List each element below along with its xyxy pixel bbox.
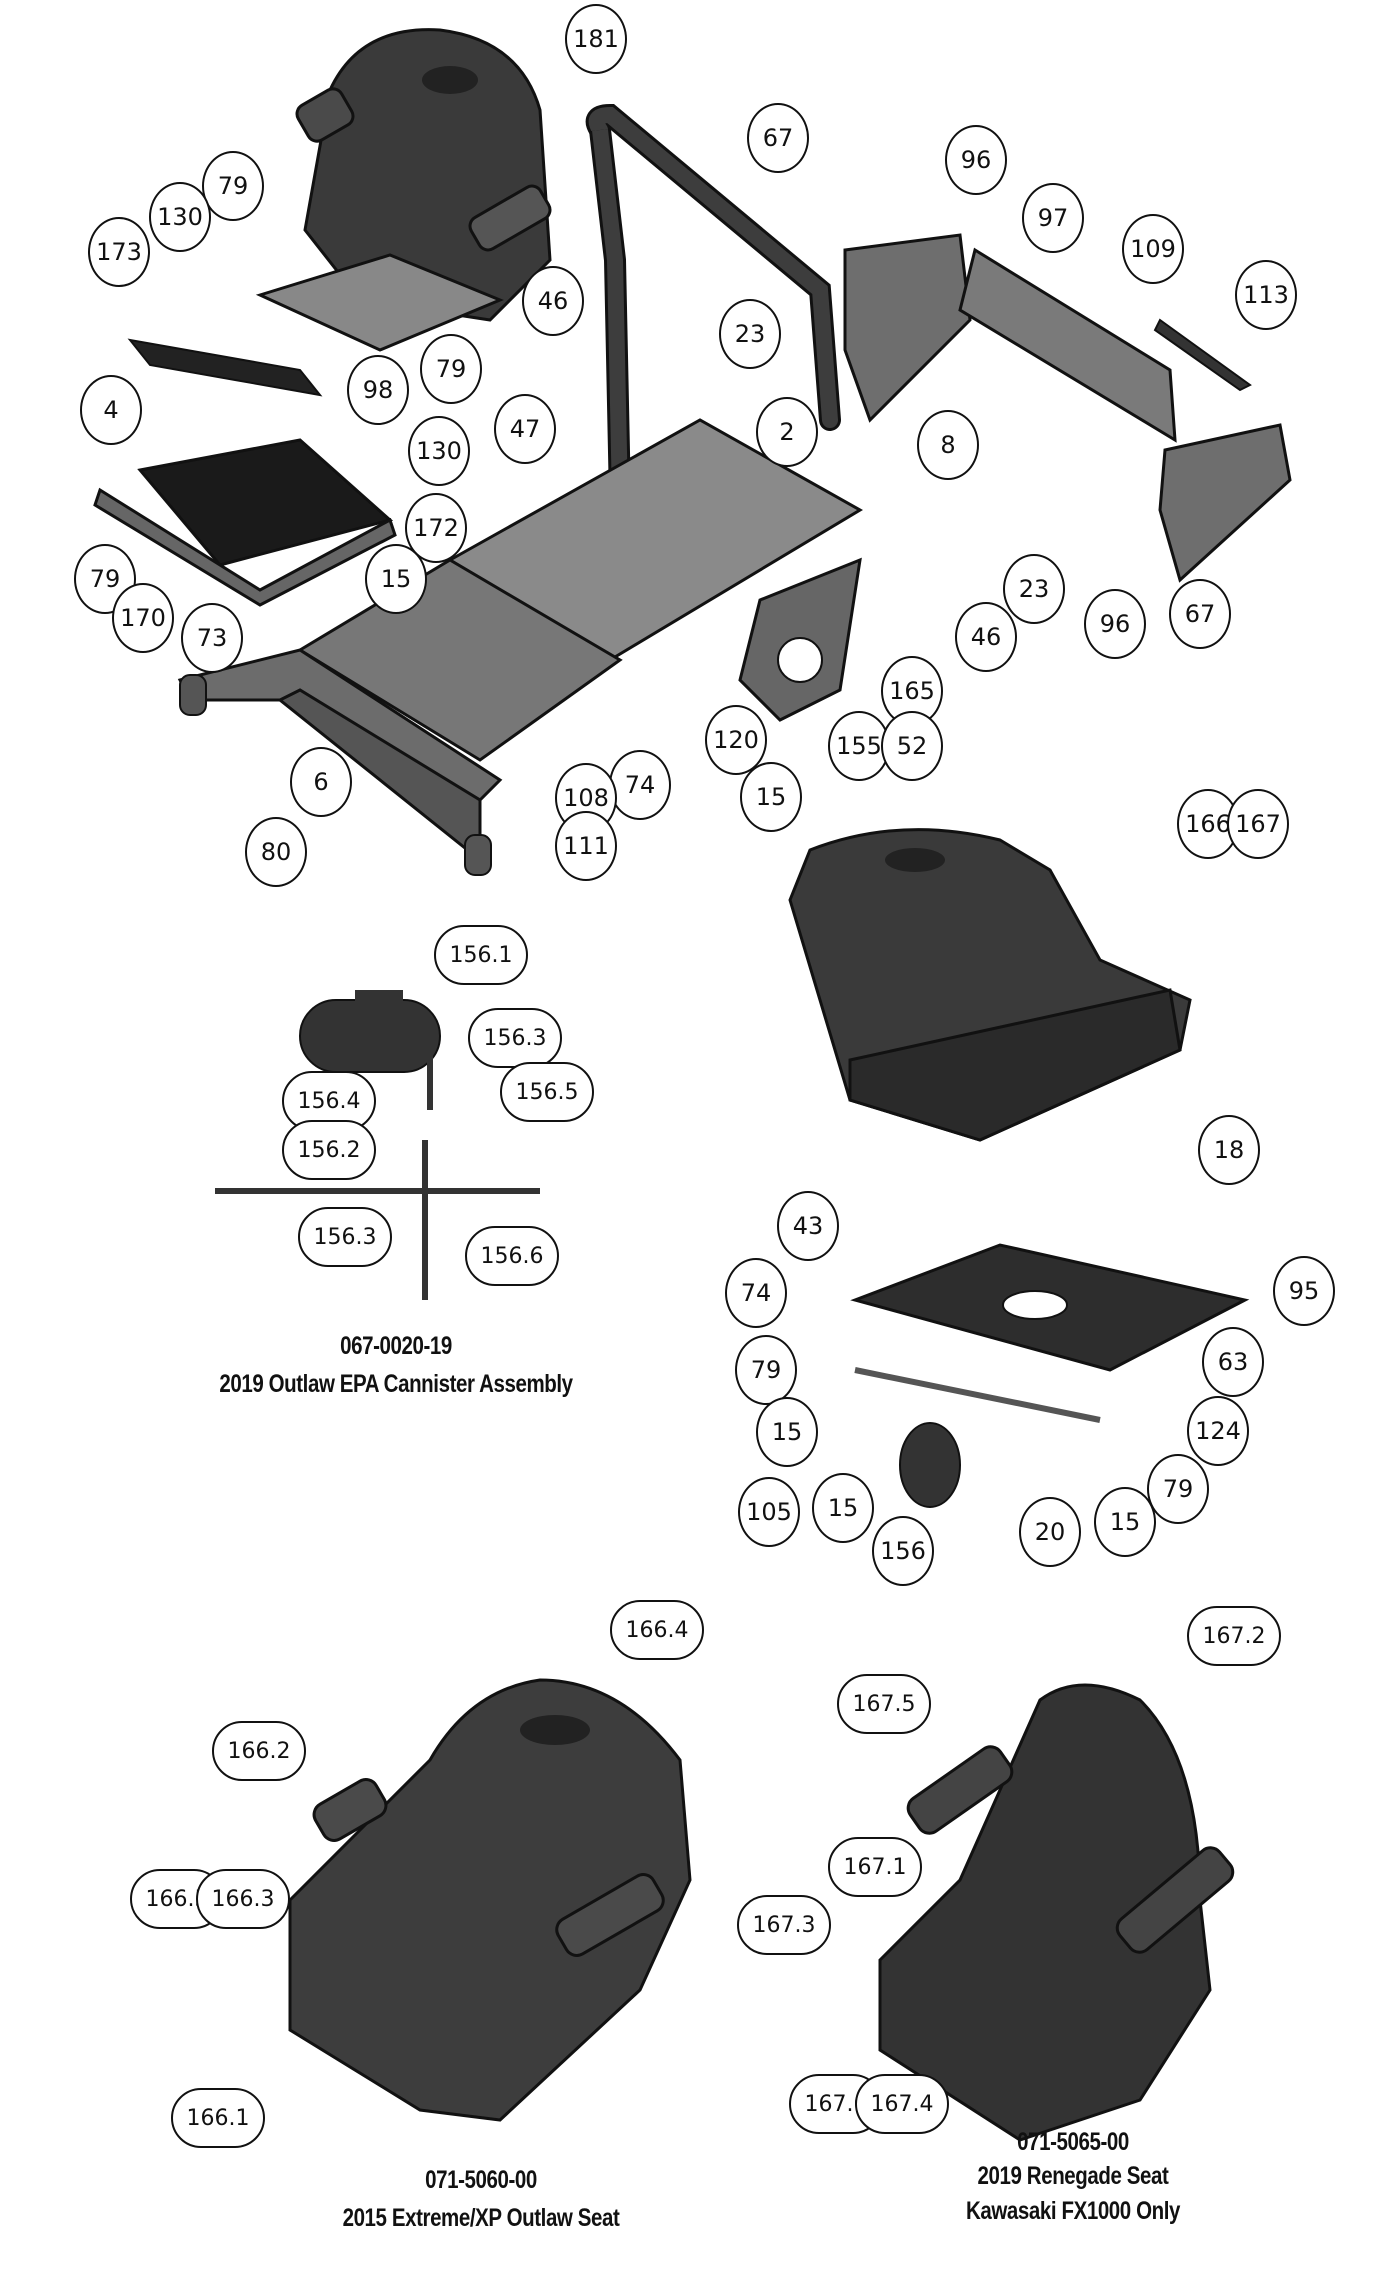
callout-156-2: 156.2 bbox=[282, 1120, 376, 1180]
callout-79: 79 bbox=[735, 1335, 797, 1405]
callout-120: 120 bbox=[705, 705, 767, 775]
callout-96: 96 bbox=[1084, 589, 1146, 659]
outlaw-seat-illustration bbox=[288, 1678, 692, 2122]
callout-15: 15 bbox=[1094, 1487, 1156, 1557]
callout-156-1: 156.1 bbox=[434, 925, 528, 985]
outlaw-seat-part-number: 071-5060-00 bbox=[425, 2166, 537, 2194]
callout-167: 167 bbox=[1227, 789, 1289, 859]
seat-illustration-mid bbox=[788, 828, 1192, 1142]
callout-156-5: 156.5 bbox=[500, 1062, 594, 1122]
cannister-part-number: 067-0020-19 bbox=[340, 1332, 452, 1360]
callout-156-4: 156.4 bbox=[282, 1071, 376, 1131]
callout-95: 95 bbox=[1273, 1256, 1335, 1326]
callout-105: 105 bbox=[738, 1477, 800, 1547]
outlaw-seat-title: 2015 Extreme/XP Outlaw Seat bbox=[342, 2204, 620, 2232]
callout-113: 113 bbox=[1235, 260, 1297, 330]
callout-20: 20 bbox=[1019, 1497, 1081, 1567]
callout-166-1: 166.1 bbox=[171, 2088, 265, 2148]
callout-156-3: 156.3 bbox=[298, 1207, 392, 1267]
callout-74: 74 bbox=[725, 1258, 787, 1328]
callout-167-3: 167.3 bbox=[737, 1895, 831, 1955]
callout-124: 124 bbox=[1187, 1396, 1249, 1466]
callout-167-2: 167.2 bbox=[1187, 1606, 1281, 1666]
renegade-seat-illustration bbox=[878, 1683, 1235, 2142]
callout-15: 15 bbox=[756, 1397, 818, 1467]
callout-80: 80 bbox=[245, 817, 307, 887]
callout-167-5: 167.5 bbox=[837, 1674, 931, 1734]
callout-18: 18 bbox=[1198, 1115, 1260, 1185]
callout-74: 74 bbox=[609, 750, 671, 820]
callout-73: 73 bbox=[181, 603, 243, 673]
callout-167-1: 167.1 bbox=[828, 1837, 922, 1897]
rops-bar-illustration bbox=[585, 103, 841, 501]
callout-47: 47 bbox=[494, 394, 556, 464]
callout-15: 15 bbox=[740, 762, 802, 832]
callout-15: 15 bbox=[365, 544, 427, 614]
callout-15: 15 bbox=[812, 1473, 874, 1543]
cannister-illustration bbox=[215, 990, 540, 1300]
renegade-seat-title: 2019 Renegade Seat bbox=[977, 2162, 1169, 2190]
callout-130: 130 bbox=[408, 416, 470, 486]
callout-97: 97 bbox=[1022, 183, 1084, 253]
callout-67: 67 bbox=[747, 103, 809, 173]
callout-155: 155 bbox=[828, 711, 890, 781]
callout-46: 46 bbox=[522, 266, 584, 336]
callout-79: 79 bbox=[1147, 1454, 1209, 1524]
callout-111: 111 bbox=[555, 811, 617, 881]
seat-plate-illustration bbox=[850, 1243, 1250, 1508]
callout-165: 165 bbox=[881, 656, 943, 726]
callout-166-3: 166.3 bbox=[196, 1869, 290, 1929]
grill-assembly-illustration bbox=[93, 338, 397, 607]
callout-173: 173 bbox=[88, 217, 150, 287]
callout-156-6: 156.6 bbox=[465, 1226, 559, 1286]
callout-63: 63 bbox=[1202, 1327, 1264, 1397]
callout-98: 98 bbox=[347, 355, 409, 425]
renegade-seat-part-number: 071-5065-00 bbox=[1017, 2128, 1129, 2156]
callout-130: 130 bbox=[149, 182, 211, 252]
callout-79: 79 bbox=[420, 334, 482, 404]
callout-8: 8 bbox=[917, 410, 979, 480]
callout-6: 6 bbox=[290, 747, 352, 817]
callout-23: 23 bbox=[719, 299, 781, 369]
side-panel-illustrations bbox=[843, 233, 1292, 583]
callout-4: 4 bbox=[80, 375, 142, 445]
callout-43: 43 bbox=[777, 1191, 839, 1261]
renegade-seat-subtitle: Kawasaki FX1000 Only bbox=[965, 2197, 1181, 2225]
callout-23: 23 bbox=[1003, 554, 1065, 624]
frame-illustration bbox=[177, 418, 863, 876]
callout-156-3: 156.3 bbox=[468, 1008, 562, 1068]
seat-illustration-top bbox=[255, 28, 552, 352]
callout-109: 109 bbox=[1122, 214, 1184, 284]
callout-156: 156 bbox=[872, 1516, 934, 1586]
callout-67: 67 bbox=[1169, 579, 1231, 649]
cannister-title: 2019 Outlaw EPA Cannister Assembly bbox=[219, 1370, 573, 1398]
callout-96: 96 bbox=[945, 125, 1007, 195]
callout-167-4: 167.4 bbox=[855, 2074, 949, 2134]
callout-166-2: 166.2 bbox=[212, 1721, 306, 1781]
callout-2: 2 bbox=[756, 397, 818, 467]
callout-79: 79 bbox=[202, 151, 264, 221]
callout-52: 52 bbox=[881, 711, 943, 781]
callout-46: 46 bbox=[955, 602, 1017, 672]
callout-166-4: 166.4 bbox=[610, 1600, 704, 1660]
callout-170: 170 bbox=[112, 583, 174, 653]
callout-181: 181 bbox=[565, 4, 627, 74]
